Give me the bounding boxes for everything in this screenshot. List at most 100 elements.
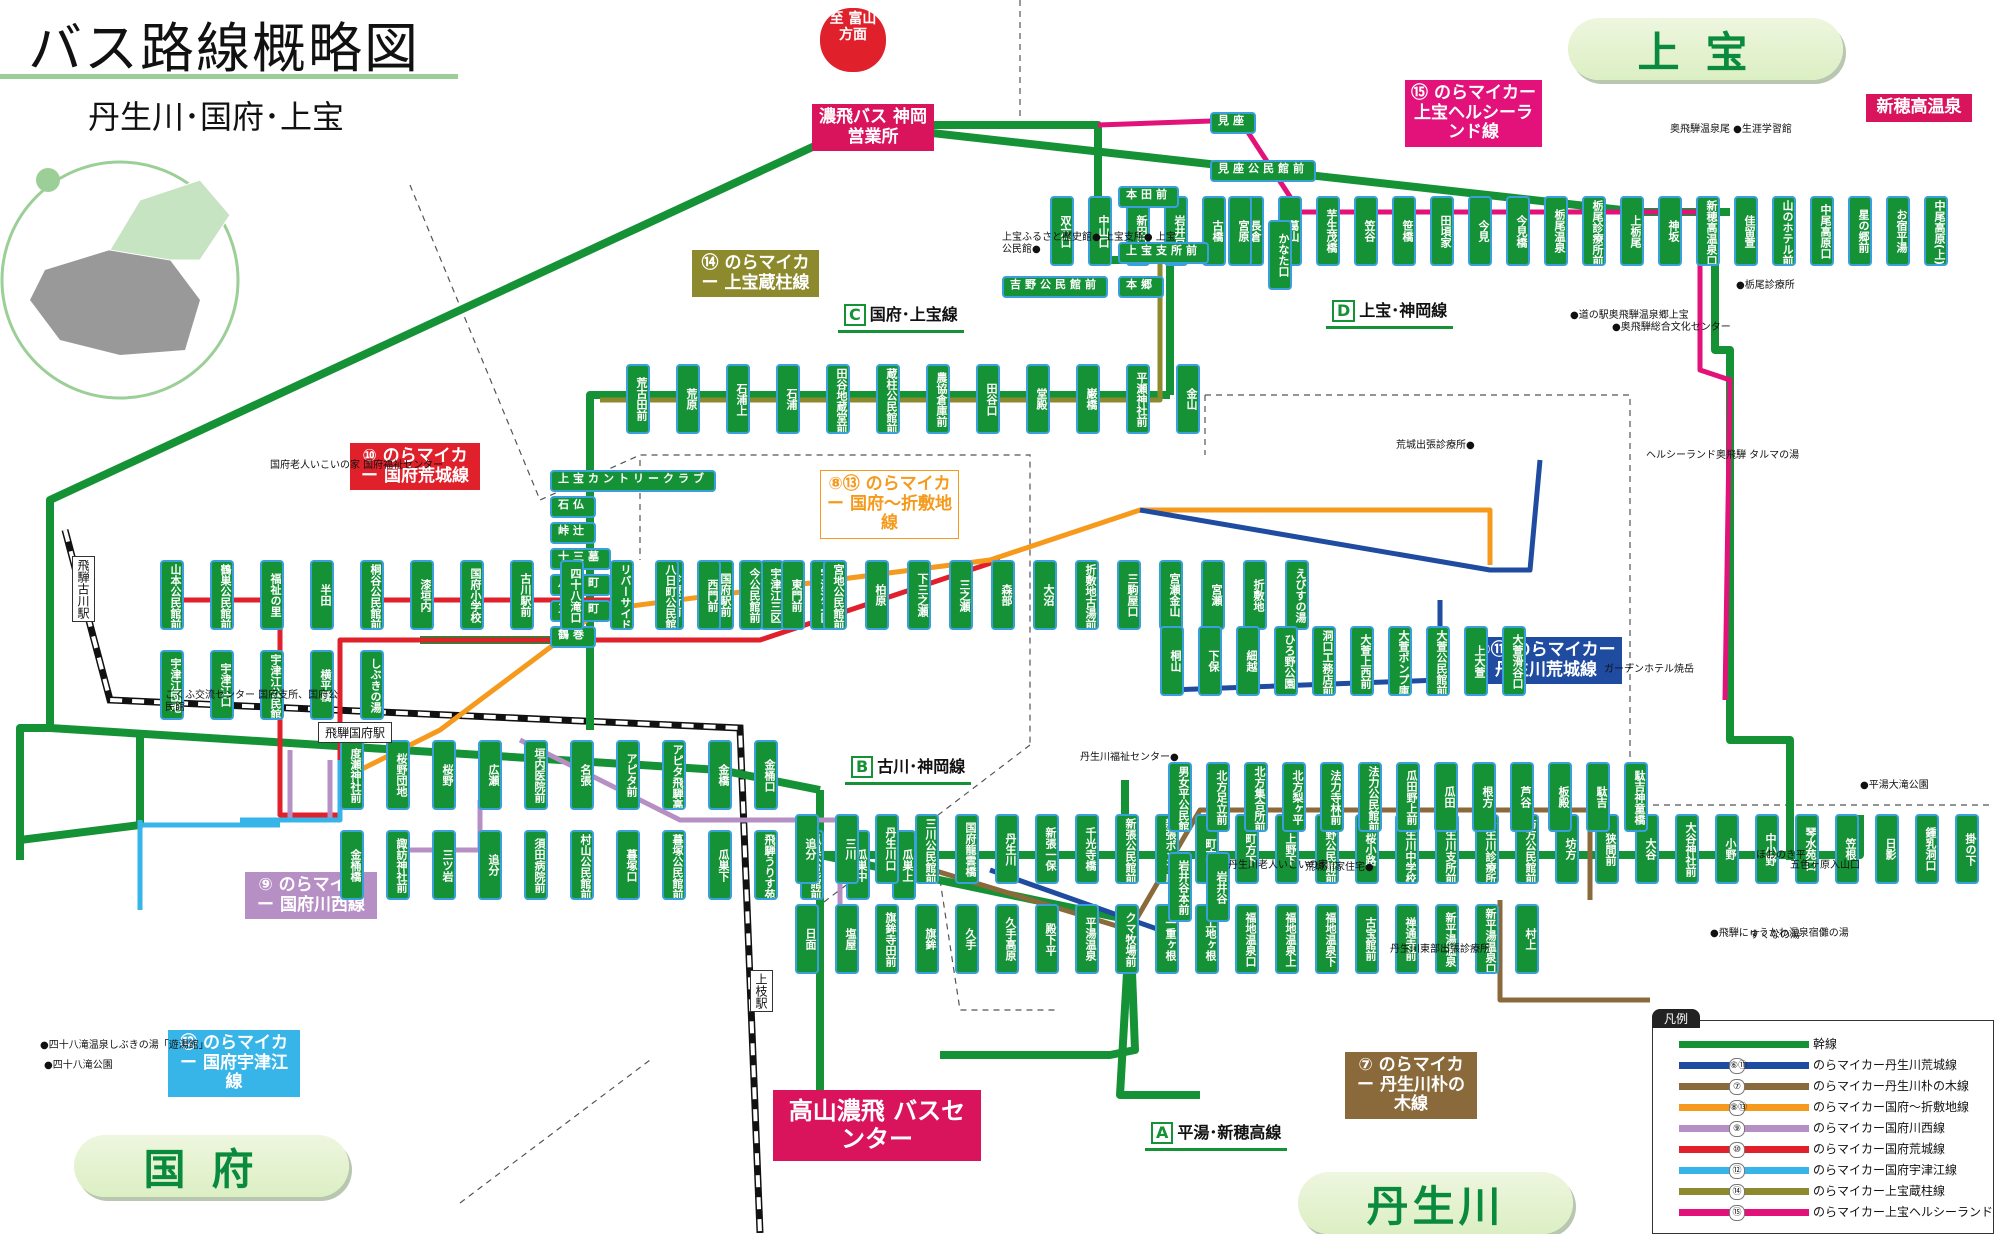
bus-stop: 今公民館前 xyxy=(739,560,763,630)
route-callout-10: ⑩ のらマイカー 国府荒城線 xyxy=(350,443,480,491)
bus-stop: 古川駅前 xyxy=(510,560,534,630)
bus-stop: 下三之瀬 xyxy=(907,560,931,630)
bus-stop: 久手高原 xyxy=(995,904,1019,974)
map-note: ●平湯大滝公園 xyxy=(1860,780,1929,791)
bus-stop: 駄吉神童橋 xyxy=(1624,762,1648,832)
bus-stop: 金桶口 xyxy=(754,740,778,810)
bus-stop: お宿平湯 xyxy=(1886,196,1910,266)
map-note: ヘルシーランド奥飛騨 タルマの湯 xyxy=(1646,450,1800,461)
terminal-shinhotaka: 新穂高温泉 xyxy=(1866,94,1972,122)
bus-stop: 大沼 xyxy=(1033,560,1057,630)
area-pill-kokufu: 国府 xyxy=(74,1135,349,1197)
bus-stop: 一重ヶ根 xyxy=(1155,904,1179,974)
bus-stop: 山本公民館前 xyxy=(160,560,184,630)
bus-stop: 中尾高原口 xyxy=(1810,196,1834,266)
bus-stop: 荒原 xyxy=(676,364,700,434)
bus-stop: 宇津江口 xyxy=(210,650,234,720)
bus-stop: 村山公民館前 xyxy=(570,830,594,900)
bus-stop: 本郷 xyxy=(1118,276,1164,298)
legend-badge: ⑥⑪ xyxy=(1729,1058,1747,1074)
bus-stop: 瓜田野上前 xyxy=(1396,762,1420,832)
bus-stop: 暮塚口 xyxy=(616,830,640,900)
bus-stop: 大萱滑谷口 xyxy=(1502,626,1526,696)
bus-stop: 見座公民館前 xyxy=(1210,160,1316,182)
bus-stop: 久手 xyxy=(955,904,979,974)
bus-stop: 栃尾診療所前 xyxy=(1582,196,1606,266)
bus-stop: 横平橋 xyxy=(310,650,334,720)
bus-stop: 鍾乳洞口 xyxy=(1915,814,1939,884)
legend-badge: ⑧⑬ xyxy=(1729,1100,1747,1116)
bus-stop: 福地温泉上 xyxy=(1275,904,1299,974)
bus-stop: 大谷神社前 xyxy=(1675,814,1699,884)
area-pill-kamitakara: 上宝 xyxy=(1568,18,1843,80)
map-note: 丹生川福祉センター● xyxy=(1080,752,1179,763)
bus-stop: 新穂高温泉口 xyxy=(1696,196,1720,266)
bus-stop: 須田病院前 xyxy=(524,830,548,900)
bus-stop: 追分 xyxy=(795,814,819,884)
legend-swatch xyxy=(1679,1041,1809,1048)
bus-stop: 農協倉庫前 xyxy=(926,364,950,434)
legend-badge: ⑫ xyxy=(1729,1163,1745,1179)
legend-label: のらマイカー国府～折敷地線 xyxy=(1813,1100,1970,1114)
map-note: ●四十八滝温泉しぶきの湯「遊湯館」 xyxy=(40,1040,209,1051)
bus-stop: 大萱ポンプ庫前 xyxy=(1388,626,1412,696)
bus-stop: 瓜巣下 xyxy=(708,830,732,900)
map-note: 荒城出張診療所● xyxy=(1396,440,1475,451)
map-note: 荒城川家住宅● xyxy=(1305,862,1374,873)
bus-stop: 国府小学校 xyxy=(460,560,484,630)
bus-stop: 新平湯温泉 xyxy=(1435,904,1459,974)
legend-label: 幹線 xyxy=(1813,1037,1838,1051)
map-note: 国府老人いこいの家 国府福祉センター xyxy=(270,460,444,471)
map-subtitle: 丹生川･国府･上宝 xyxy=(88,98,345,136)
bus-stop: 石浦 xyxy=(776,364,800,434)
bus-stop: 半田 xyxy=(310,560,334,630)
bus-stop: 宇津江団地 xyxy=(160,650,184,720)
bus-stop: かなた口 xyxy=(1268,220,1292,290)
map-note: ●奥飛騨総合文化センター xyxy=(1612,322,1731,333)
map-title: バス路線概略図 xyxy=(28,17,420,80)
bus-stop: 石浦上 xyxy=(726,364,750,434)
bus-stop: 塩屋 xyxy=(835,904,859,974)
bus-stop: 駄吉 xyxy=(1586,762,1610,832)
bus-stop: 岩井谷本前 xyxy=(1168,852,1192,922)
map-note: 丹生川東部出張診療所 xyxy=(1390,944,1490,955)
bus-stop: 根方 xyxy=(1472,762,1496,832)
bus-stop: 桐山 xyxy=(1160,626,1184,696)
bus-stop: 四十八滝口 xyxy=(560,560,584,630)
map-note: こくふ交流センター 国府支所、国府公民館 xyxy=(165,690,339,713)
bus-stop: 大萱上西前 xyxy=(1350,626,1374,696)
legend-label: のらマイカー丹生川荒城線 xyxy=(1813,1058,1958,1072)
bus-stop: 金桶橋 xyxy=(340,830,364,900)
bus-stop: 大萱公民館前 xyxy=(1426,626,1450,696)
bus-stop: 丹生川口 xyxy=(875,814,899,884)
bus-stop: 福地温泉口 xyxy=(1235,904,1259,974)
station-kokufu: 飛騨国府駅 xyxy=(318,722,393,743)
bus-stop: 新平湯温泉口 xyxy=(1475,904,1499,974)
legend-header: 凡例 xyxy=(1652,1009,1701,1028)
bus-stop: 三駒屋口 xyxy=(1117,560,1141,630)
bus-stop: 法力寺林前 xyxy=(1320,762,1344,832)
legend-row: ⑥⑪ のらマイカー丹生川荒城線 xyxy=(1653,1054,1993,1074)
bus-stop: 下保 xyxy=(1198,626,1222,696)
map-note: ほおのき平 xyxy=(1756,850,1806,861)
map-note: 五色ヶ原入山口 xyxy=(1790,860,1860,871)
bus-stop: 平瀬神社前 xyxy=(1126,364,1150,434)
bus-stop: 森部 xyxy=(991,560,1015,630)
bus-stop: 山のホテル前 xyxy=(1772,196,1796,266)
bus-stop: 東門前 xyxy=(781,560,805,630)
map-note: すくなの湯 xyxy=(1750,930,1800,941)
title-rule xyxy=(0,74,458,79)
bus-stop: 北方集合所前 xyxy=(1244,762,1268,832)
bus-stop: 堂殿 xyxy=(1026,364,1050,434)
bus-stop: 村上 xyxy=(1515,904,1539,974)
bus-stop: 柏原 xyxy=(865,560,889,630)
bus-stop: 芋生茂橋 xyxy=(1316,196,1340,266)
legend-badge: ⑮ xyxy=(1729,1205,1745,1221)
bus-stop: えびすの湯 xyxy=(1285,560,1309,630)
bus-stop: 国府龍雲橋 xyxy=(955,814,979,884)
